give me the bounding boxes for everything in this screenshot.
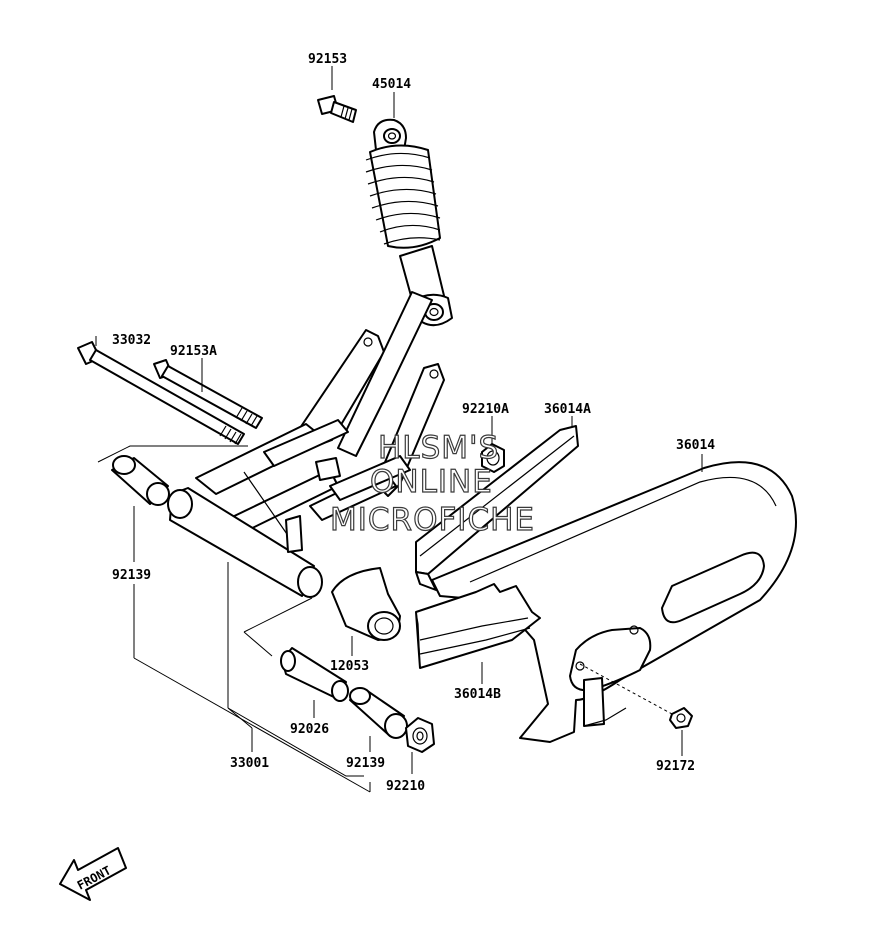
callout-45014: 45014 (372, 77, 411, 92)
callout-36014A: 36014A (544, 402, 591, 417)
bolt-92153 (317, 95, 357, 123)
chain-case-36014 (431, 461, 797, 743)
leader-92139-pointer (97, 445, 248, 463)
callout-92139-bottom: 92139 (346, 756, 385, 771)
callout-92172: 92172 (656, 759, 695, 774)
leader-92026-pointer (243, 631, 273, 657)
callout-36014B: 36014B (454, 687, 501, 702)
group-leaders (133, 506, 371, 793)
watermark: HLSM'S ONLINE MICROFICHE (329, 429, 535, 538)
callout-92153: 92153 (308, 52, 347, 67)
callout-92153A: 92153A (170, 344, 217, 359)
sleeve-92026 (280, 647, 349, 702)
callout-92210A: 92210A (462, 402, 509, 417)
collar-12053 (331, 567, 401, 641)
bushing-92139-bottom (349, 687, 408, 739)
bolt-92153A (153, 359, 263, 429)
callout-33001: 33001 (230, 756, 269, 771)
callout-33032: 33032 (112, 333, 151, 348)
callout-92026: 92026 (290, 722, 329, 737)
callout-labels: 92153 45014 33032 92153A 92210A 36014A 3… (112, 52, 715, 794)
callout-92139-left: 92139 (112, 568, 151, 583)
plate-36014B (415, 583, 541, 669)
shock-absorber-45014 (365, 118, 453, 327)
callout-92210: 92210 (386, 779, 425, 794)
front-arrow-icon: FRONT (59, 847, 127, 901)
bolt-33032 (77, 341, 245, 445)
swing-arm-33001 (167, 291, 445, 598)
bushing-92139-left (111, 455, 170, 506)
watermark-line1: HLSM'S (378, 430, 499, 466)
callout-12053: 12053 (330, 659, 369, 674)
watermark-line3: MICROFICHE (330, 502, 535, 538)
guard-36014A (415, 425, 579, 591)
leader-12053-pointer (243, 597, 313, 633)
nut-92210 (405, 717, 435, 753)
watermark-line2: ONLINE (370, 464, 493, 500)
screw-92172 (669, 707, 693, 729)
callout-36014: 36014 (676, 438, 715, 453)
